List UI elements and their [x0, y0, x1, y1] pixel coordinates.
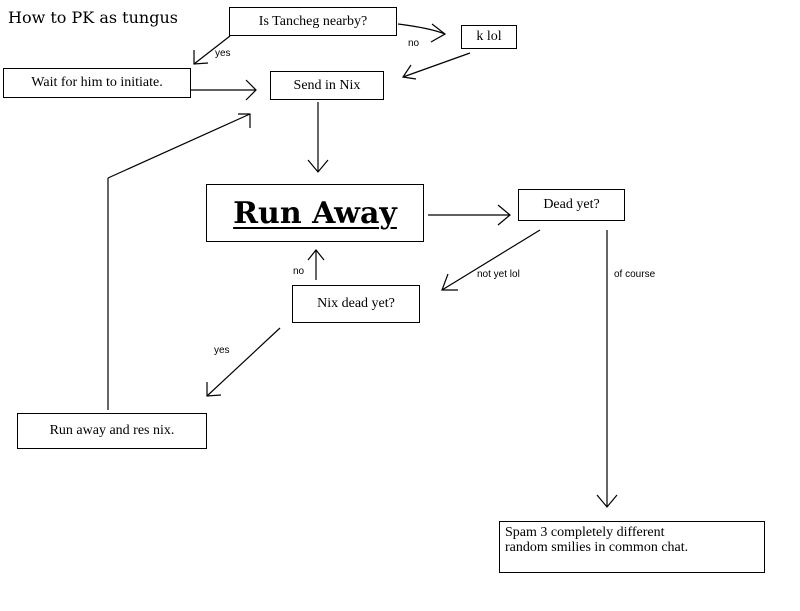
label-not-yet-lol: not yet lol: [477, 269, 520, 280]
arrow-wait-to-send-nix: [190, 79, 257, 101]
label-tancheg-no: no: [408, 38, 420, 49]
node-nix-dead-yet: Nix dead yet?: [292, 285, 420, 323]
label-of-course: of course: [614, 269, 656, 280]
arrow-tancheg-to-wait: [193, 35, 231, 65]
arrow-nix-dead-to-run-away: [307, 249, 325, 280]
arrow-klol-to-send-nix: [401, 52, 471, 80]
label-tancheg-yes: yes: [215, 48, 231, 59]
arrow-nix-dead-to-run-res: [206, 327, 281, 397]
arrow-tancheg-to-klol: [397, 23, 447, 43]
node-dead-yet: Dead yet?: [518, 189, 625, 221]
node-spam-smilies: Spam 3 completely different random smili…: [499, 521, 765, 573]
node-wait-for-him: Wait for him to initiate.: [3, 68, 191, 98]
label-nix-no: no: [293, 266, 305, 277]
node-k-lol: k lol: [461, 25, 517, 49]
node-tancheg-nearby: Is Tancheg nearby?: [229, 7, 397, 36]
arrow-run-res-to-send-nix: [107, 113, 251, 410]
node-run-away: Run Away: [206, 184, 424, 242]
arrow-dead-yet-to-spam: [596, 230, 618, 508]
arrow-send-nix-to-run-away: [307, 102, 329, 173]
arrow-run-away-to-dead-yet: [428, 204, 511, 226]
arrow-dead-yet-to-nix-dead: [441, 229, 541, 291]
node-run-away-res-nix: Run away and res nix.: [17, 413, 207, 449]
run-away-label: Run Away: [233, 195, 397, 231]
spam-line-2: random smilies in common chat.: [505, 540, 689, 556]
diagram-title: How to PK as tungus: [8, 8, 178, 27]
spam-line-1: Spam 3 completely different: [505, 525, 665, 540]
node-send-in-nix: Send in Nix: [270, 71, 384, 100]
label-nix-yes: yes: [214, 345, 230, 356]
